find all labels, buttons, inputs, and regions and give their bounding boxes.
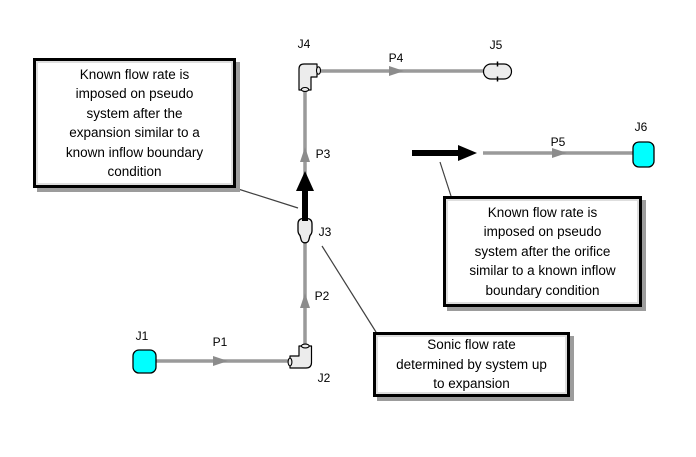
- orifice-icon-j5[interactable]: [482, 61, 513, 82]
- junction-label-j5[interactable]: J5: [489, 38, 503, 52]
- junction-label-j2[interactable]: J2: [317, 371, 331, 385]
- pipe-direction-arrows: [213, 66, 567, 366]
- elbow-icon-j4[interactable]: [298, 63, 322, 93]
- junction-label-j3[interactable]: J3: [318, 225, 332, 239]
- elbow-icon-j2[interactable]: [287, 343, 313, 369]
- annotation-sonic-note[interactable]: Sonic flow rate determined by system up …: [373, 332, 570, 397]
- annotation-expansion-note-text: Known flow rate is imposed on pseudo sys…: [65, 66, 204, 180]
- junction-label-j1[interactable]: J1: [135, 329, 149, 343]
- pipe-label-p3[interactable]: P3: [315, 147, 331, 161]
- annotation-leader-lines: [234, 161, 452, 333]
- tank-icon-j6[interactable]: [632, 141, 655, 168]
- junction-icons: [132, 61, 655, 374]
- imposed-flow-arrow-right-icon[interactable]: [412, 145, 477, 161]
- tank-icon-j1[interactable]: [132, 349, 157, 374]
- expansion-note-leader-line: [234, 187, 299, 209]
- imposed-flow-arrow-up-icon[interactable]: [296, 171, 314, 221]
- junction-label-j6[interactable]: J6: [634, 120, 648, 134]
- sonic-note-leader-line: [321, 245, 377, 333]
- pipe-label-p5[interactable]: P5: [550, 135, 566, 149]
- pipe-p4-direction-arrow-icon: [389, 66, 404, 76]
- annotation-orifice-note-text: Known flow rate is imposed on pseudo sys…: [469, 204, 616, 298]
- pipe-p2-direction-arrow-icon: [300, 293, 310, 308]
- pipe-label-p2[interactable]: P2: [314, 289, 330, 303]
- pipe-p5-direction-arrow-icon: [552, 148, 567, 158]
- annotation-sonic-note-text: Sonic flow rate determined by system up …: [396, 337, 547, 392]
- pipe-label-p1[interactable]: P1: [212, 335, 228, 349]
- junction-label-j4[interactable]: J4: [297, 37, 311, 51]
- annotation-orifice-note[interactable]: Known flow rate is imposed on pseudo sys…: [443, 196, 642, 307]
- pipe-p1-direction-arrow-icon: [213, 356, 228, 366]
- expansion-icon-j3[interactable]: [297, 217, 313, 244]
- annotation-expansion-note[interactable]: Known flow rate is imposed on pseudo sys…: [33, 58, 236, 188]
- pipe-p3-direction-arrow-icon: [300, 147, 310, 162]
- imposed-flow-arrows: [296, 145, 477, 221]
- orifice-note-leader-line: [439, 161, 452, 197]
- pipe-label-p4[interactable]: P4: [388, 51, 404, 65]
